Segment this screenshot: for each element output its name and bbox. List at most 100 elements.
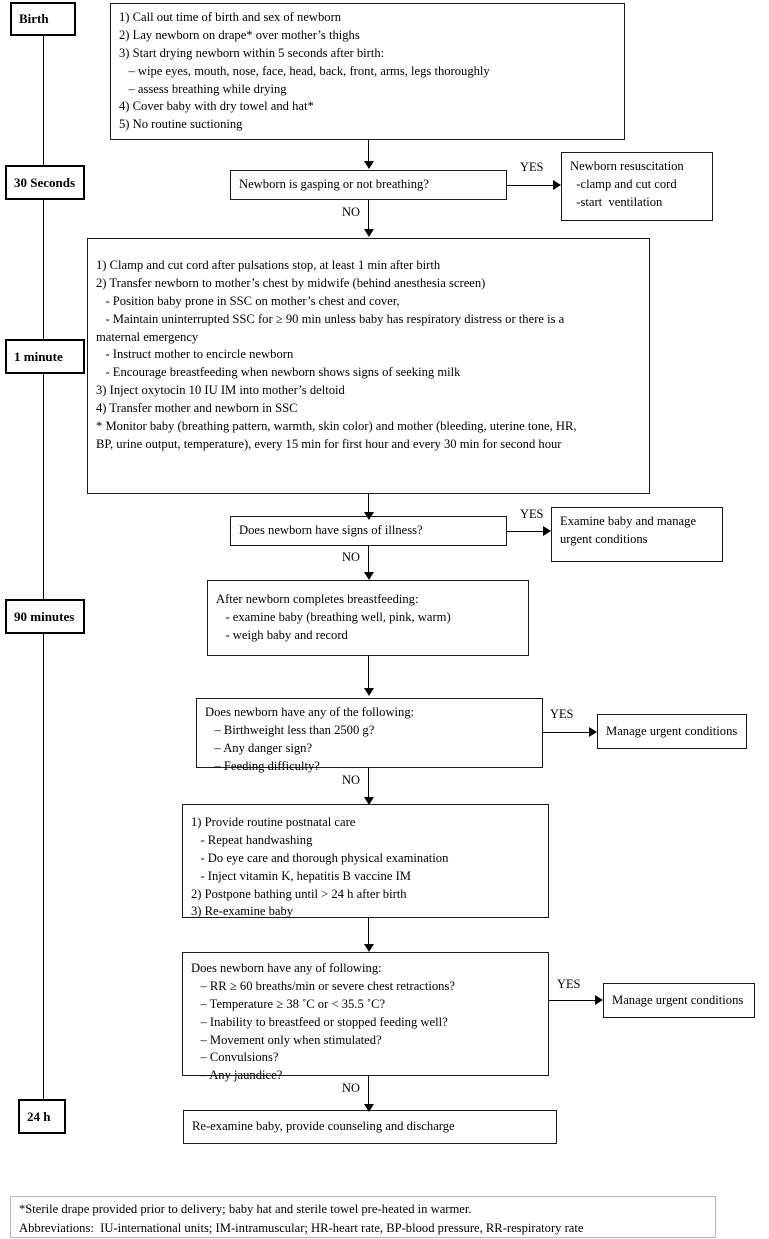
node-line: 1) Clamp and cut cord after pulsations s… <box>96 258 441 272</box>
node-line: 2) Lay newborn on drape* over mother’s t… <box>119 27 360 42</box>
footnote-line: *Sterile drape provided prior to deliver… <box>19 1202 472 1216</box>
connector-postnatal-to-danger <box>368 918 370 948</box>
node-line: - Repeat handwashing <box>191 832 313 847</box>
node-birth-actions: 1) Call out time of birth and sex of new… <box>110 3 625 140</box>
node-risk-decision: Does newborn have any of the following: … <box>196 698 543 773</box>
node-line: * Monitor baby (breathing pattern, warmt… <box>96 418 577 433</box>
node-line: BP, urine output, temperature), every 15… <box>96 436 562 451</box>
node-line: 3) Re-examine baby <box>191 904 294 919</box>
node-line: – RR ≥ 60 breaths/min or severe chest re… <box>191 978 455 993</box>
node-line: 4) Transfer mother and newborn in SSC <box>96 401 298 415</box>
arrowhead-right <box>595 995 603 1005</box>
arrowhead-down <box>364 944 374 952</box>
edge-label-no: NO <box>341 1081 361 1096</box>
node-line: - Inject vitamin K, hepatitis B vaccine … <box>191 868 411 883</box>
connector-gasping-yes <box>507 185 557 187</box>
arrowhead-right <box>589 727 597 737</box>
node-line: - Do eye care and thorough physical exam… <box>191 850 449 865</box>
arrowhead-down <box>364 512 374 520</box>
arrowhead-right <box>543 526 551 536</box>
node-line: – Temperature ≥ 38 ˚C or < 35.5 ˚C? <box>191 996 386 1011</box>
node-line: 5) No routine suctioning <box>119 117 243 132</box>
node-line: After newborn completes breastfeeding: <box>216 592 419 606</box>
node-line: - Position baby prone in SSC on mother’s… <box>96 293 400 308</box>
edge-label-yes: YES <box>519 160 545 175</box>
node-line: Does newborn have signs of illness? <box>239 523 423 538</box>
arrowhead-down <box>364 572 374 580</box>
node-line: – Convulsions? <box>191 1050 279 1065</box>
timeline-marker-label: 24 h <box>27 1108 51 1124</box>
edge-label-yes: YES <box>519 507 545 522</box>
node-one-minute-actions: 1) Clamp and cut cord after pulsations s… <box>87 238 650 494</box>
arrowhead-down <box>364 161 374 169</box>
node-line: – wipe eyes, mouth, nose, face, head, ba… <box>119 63 490 78</box>
node-line: - Instruct mother to encircle newborn <box>96 347 294 362</box>
arrowhead-down <box>364 1104 374 1112</box>
connector-breastfeeding-to-risk <box>368 656 370 692</box>
node-line: Manage urgent conditions <box>612 992 744 1007</box>
node-line: – Inability to breastfeed or stopped fee… <box>191 1014 448 1029</box>
node-line: - examine baby (breathing well, pink, wa… <box>216 609 451 624</box>
arrowhead-down <box>364 688 374 696</box>
timeline-marker-30-seconds: 30 Seconds <box>5 165 85 200</box>
node-manage-urgent-1: Manage urgent conditions <box>597 714 747 749</box>
node-line: – Any danger sign? <box>205 740 313 755</box>
timeline-marker-24-h: 24 h <box>18 1099 66 1134</box>
node-line: – Any jaundice? <box>191 1068 283 1083</box>
node-line: 3) Start drying newborn within 5 seconds… <box>119 45 385 60</box>
timeline-marker-1-minute: 1 minute <box>5 339 85 374</box>
node-line: Examine baby and manage <box>560 514 697 528</box>
node-line: 2) Postpone bathing until > 24 h after b… <box>191 886 407 901</box>
edge-label-no: NO <box>341 773 361 788</box>
node-line: Does newborn have any of the following: <box>205 705 415 719</box>
node-line: 3) Inject oxytocin 10 IU IM into mother’… <box>96 383 345 398</box>
node-postnatal-care: 1) Provide routine postnatal care - Repe… <box>182 804 549 918</box>
edge-label-yes: YES <box>549 707 575 722</box>
timeline-marker-label: Birth <box>19 11 49 26</box>
connector-danger-no <box>368 1076 370 1108</box>
node-discharge: Re-examine baby, provide counseling and … <box>183 1110 557 1144</box>
footnote-box: *Sterile drape provided prior to deliver… <box>10 1196 716 1238</box>
arrowhead-down <box>364 797 374 805</box>
node-line: maternal emergency <box>96 329 199 344</box>
footnote-line: Abbreviations: IU-international units; I… <box>19 1220 584 1235</box>
connector-risk-no <box>368 768 370 800</box>
node-line: -clamp and cut cord <box>570 176 677 191</box>
node-after-breastfeeding: After newborn completes breastfeeding: -… <box>207 580 529 656</box>
arrowhead-right <box>553 180 561 190</box>
node-line: Does newborn have any of following: <box>191 961 382 975</box>
node-line: Re-examine baby, provide counseling and … <box>192 1119 455 1134</box>
timeline-marker-birth: Birth <box>10 2 76 36</box>
node-line: – assess breathing while drying <box>119 81 287 96</box>
node-examine-urgent: Examine baby and manage urgent condition… <box>551 507 723 562</box>
connector-risk-yes <box>543 732 593 734</box>
node-danger-decision: Does newborn have any of following: – RR… <box>182 952 549 1082</box>
edge-label-no: NO <box>341 205 361 220</box>
connector-danger-yes <box>549 1000 599 1002</box>
node-line: – Birthweight less than 2500 g? <box>205 722 375 737</box>
timeline-marker-label: 1 minute <box>14 348 63 364</box>
connector-illness-no <box>368 546 370 576</box>
connector-illness-yes <box>507 531 547 533</box>
node-line: Manage urgent conditions <box>606 723 738 738</box>
node-line: urgent conditions <box>560 531 648 546</box>
node-line: -start ventilation <box>570 194 663 209</box>
connector-oneminute-to-illness <box>368 494 370 518</box>
node-line: 4) Cover baby with dry towel and hat* <box>119 99 314 114</box>
node-resuscitation: Newborn resuscitation -clamp and cut cor… <box>561 152 713 221</box>
edge-label-yes: YES <box>556 977 582 992</box>
node-line: – Feeding difficulty? <box>205 758 320 773</box>
connector-gasping-no <box>368 200 370 232</box>
node-line: 2) Transfer newborn to mother’s chest by… <box>96 275 486 290</box>
node-line: Newborn is gasping or not breathing? <box>239 177 429 192</box>
node-line: - Encourage breastfeeding when newborn s… <box>96 365 461 380</box>
node-manage-urgent-2: Manage urgent conditions <box>603 983 755 1018</box>
connector-birth-to-gasping <box>368 140 370 168</box>
arrowhead-down <box>364 229 374 237</box>
timeline-spine <box>43 36 45 1126</box>
timeline-marker-label: 90 minutes <box>14 608 75 624</box>
node-illness-decision: Does newborn have signs of illness? <box>230 516 507 546</box>
node-line: Newborn resuscitation <box>570 159 684 173</box>
node-gasping-decision: Newborn is gasping or not breathing? <box>230 170 507 200</box>
